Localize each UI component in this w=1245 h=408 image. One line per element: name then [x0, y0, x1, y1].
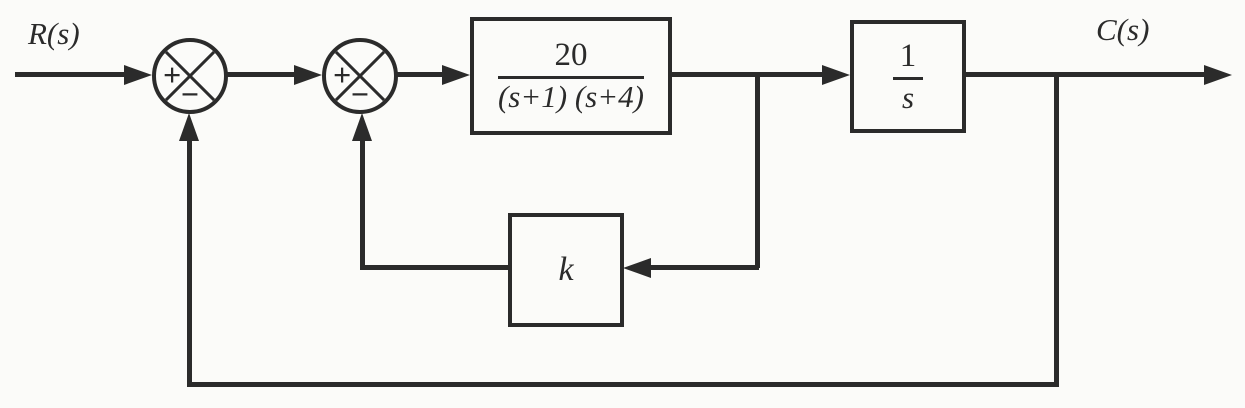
- gain-label: k: [558, 251, 574, 288]
- arrowhead-icon: [442, 65, 470, 85]
- inner-feedback-line: [361, 265, 510, 270]
- input-label: R(s): [28, 16, 80, 51]
- fraction-bar: [497, 76, 644, 80]
- output-label: C(s): [1096, 12, 1150, 47]
- arrowhead-icon: [294, 65, 322, 85]
- feedback-gain-block: k: [508, 213, 624, 327]
- minus-sign: −: [350, 76, 370, 112]
- outer-feedback-line: [187, 382, 1059, 387]
- input-arrowhead-icon: [124, 65, 152, 85]
- plant-fraction: 20 (s+1) (s+4): [497, 37, 644, 115]
- outer-feedback-line: [1054, 74, 1059, 386]
- input-signal-line: [15, 72, 127, 77]
- arrowhead-icon: [822, 65, 850, 85]
- minus-sign: −: [180, 76, 200, 112]
- arrowhead-icon: [623, 258, 651, 278]
- integrator-fraction: 1 s: [893, 39, 923, 114]
- outer-feedback-line: [187, 138, 192, 387]
- plant-denominator: (s+1) (s+4): [497, 79, 644, 115]
- plant-transfer-function-block: 20 (s+1) (s+4): [470, 17, 672, 135]
- output-arrowhead-icon: [1204, 65, 1232, 85]
- fraction-bar: [893, 76, 923, 80]
- inner-feedback-line: [755, 74, 760, 268]
- integrator-block: 1 s: [850, 20, 966, 133]
- plus-sign: +: [333, 56, 352, 93]
- arrowhead-icon: [352, 113, 372, 141]
- integrator-numerator: 1: [899, 37, 917, 74]
- inner-feedback-line: [360, 138, 365, 270]
- output-signal-line: [963, 72, 1206, 77]
- integrator-denominator: s: [901, 79, 915, 115]
- summing-junction-1: + −: [152, 38, 228, 114]
- arrowhead-icon: [179, 113, 199, 141]
- inner-feedback-line: [649, 265, 759, 270]
- signal-line: [226, 72, 296, 77]
- signal-line: [396, 72, 444, 77]
- signal-line: [670, 72, 824, 77]
- plant-numerator: 20: [554, 37, 588, 74]
- plus-sign: +: [163, 56, 182, 93]
- summing-junction-2: + −: [322, 38, 398, 114]
